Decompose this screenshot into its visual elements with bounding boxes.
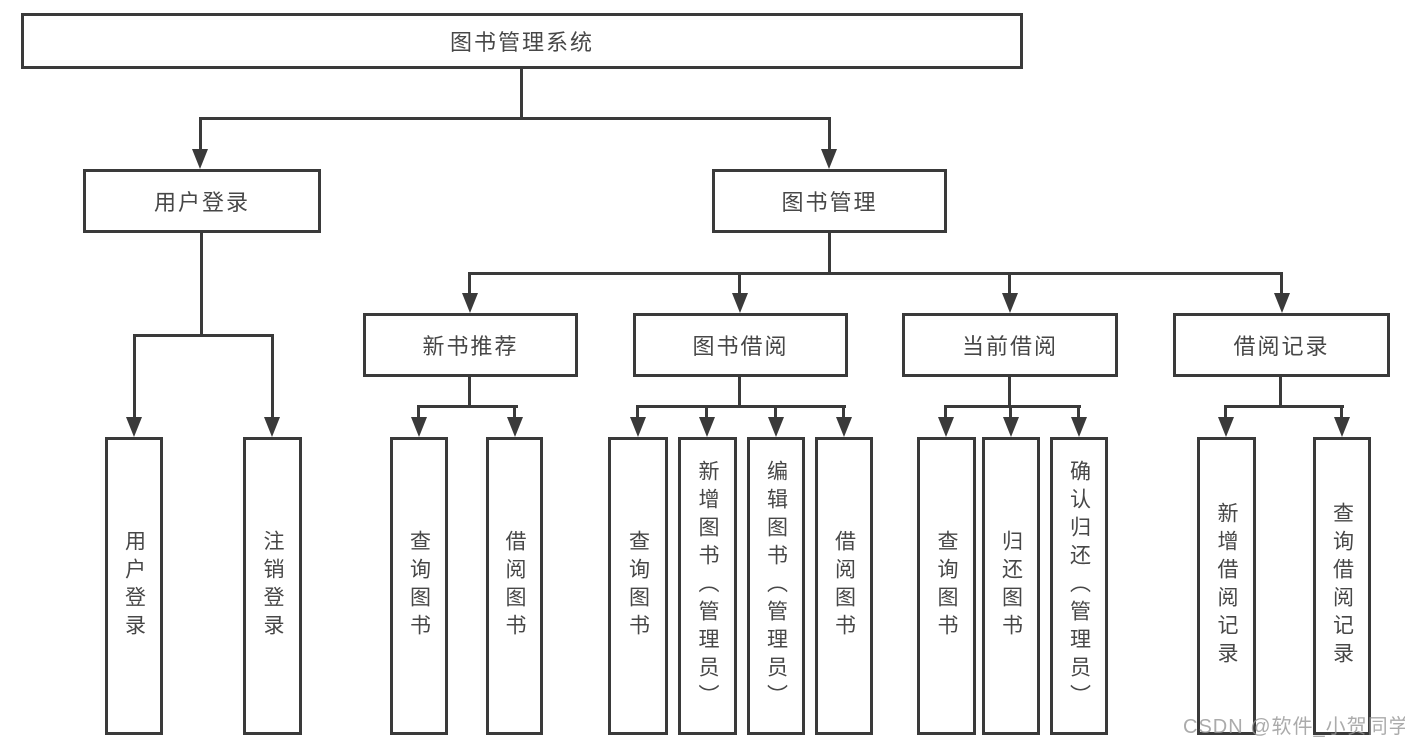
connector-line (1009, 405, 1012, 419)
node-label: 新增借阅记录 (1215, 502, 1238, 670)
connector-arrow (1071, 417, 1087, 437)
node-book-borrowing: 图书借阅 (633, 313, 848, 377)
node-label: 借阅图书 (503, 530, 526, 642)
connector-line (417, 405, 420, 419)
node-label: 编辑图书（管理员） (764, 460, 788, 712)
node-borrow-books-recommend: 借阅图书 (486, 437, 543, 735)
connector-line (842, 405, 845, 419)
connector-line (468, 272, 1283, 275)
node-borrowing-records: 借阅记录 (1173, 313, 1390, 377)
connector-line (1008, 272, 1011, 295)
connector-line (738, 272, 741, 295)
connector-line (944, 405, 1081, 408)
node-query-books-borrowing: 查询图书 (608, 437, 668, 735)
node-confirm-return-admin: 确认归还（管理员） (1050, 437, 1108, 735)
connector-arrow (507, 417, 523, 437)
connector-line (636, 405, 639, 419)
node-label: 注销登录 (261, 530, 284, 642)
node-label: 用户登录 (122, 530, 146, 642)
connector-line (133, 334, 274, 337)
node-user-login-group: 用户登录 (83, 169, 321, 233)
connector-arrow (264, 417, 280, 437)
connector-line (271, 334, 274, 418)
connector-line (520, 69, 523, 118)
connector-line (828, 117, 831, 151)
connector-arrow (126, 417, 142, 437)
connector-line (1340, 405, 1343, 419)
node-edit-book-admin: 编辑图书（管理员） (747, 437, 805, 735)
connector-arrow (1334, 417, 1350, 437)
connector-line (133, 334, 136, 418)
connector-arrow (1003, 417, 1019, 437)
node-add-borrow-record: 新增借阅记录 (1197, 437, 1256, 735)
node-label: 查询图书 (935, 530, 958, 642)
connector-line (513, 405, 516, 419)
node-label: 归还图书 (999, 530, 1023, 642)
connector-arrow (836, 417, 852, 437)
connector-arrow (411, 417, 427, 437)
node-current-borrowing: 当前借阅 (902, 313, 1118, 377)
connector-line (944, 405, 947, 419)
connector-line (1008, 377, 1011, 408)
node-label: 新增图书（管理员） (696, 460, 719, 712)
connector-arrow (1002, 293, 1018, 313)
connector-arrow (1218, 417, 1234, 437)
node-label: 查询图书 (407, 530, 431, 642)
node-label: 借阅记录 (1233, 334, 1330, 359)
node-label: 查询借阅记录 (1330, 502, 1354, 670)
node-label: 新书推荐 (422, 334, 519, 359)
connector-line (468, 272, 471, 295)
connector-arrow (732, 293, 748, 313)
node-library-management-system: 图书管理系统 (21, 13, 1023, 69)
node-new-book-recommendation: 新书推荐 (363, 313, 578, 377)
connector-line (1279, 377, 1282, 408)
connector-line (417, 405, 518, 408)
connector-arrow (768, 417, 784, 437)
connector-line (738, 377, 741, 408)
node-borrow-books-borrowing: 借阅图书 (815, 437, 873, 735)
connector-line (199, 117, 831, 120)
node-label: 当前借阅 (961, 334, 1058, 359)
connector-line (1280, 272, 1283, 295)
connector-line (1224, 405, 1344, 408)
node-query-borrow-record: 查询借阅记录 (1313, 437, 1371, 735)
connector-arrow (1274, 293, 1290, 313)
node-label: 图书管理 (781, 190, 878, 215)
connector-line (1224, 405, 1227, 419)
connector-line (636, 405, 846, 408)
connector-arrow (192, 149, 208, 169)
node-label: 用户登录 (153, 190, 250, 215)
connector-line (774, 405, 777, 419)
connector-line (200, 233, 203, 336)
node-label: 借阅图书 (832, 530, 856, 642)
connector-arrow (699, 417, 715, 437)
connector-arrow (630, 417, 646, 437)
node-query-books-recommend: 查询图书 (390, 437, 448, 735)
node-label: 确认归还（管理员） (1067, 460, 1091, 712)
node-label: 查询图书 (626, 530, 650, 642)
node-user-login: 用户登录 (105, 437, 163, 735)
connector-arrow (938, 417, 954, 437)
node-return-book: 归还图书 (982, 437, 1040, 735)
node-add-book-admin: 新增图书（管理员） (678, 437, 737, 735)
connector-arrow (821, 149, 837, 169)
node-query-books-current: 查询图书 (917, 437, 976, 735)
connector-arrow (462, 293, 478, 313)
connector-line (199, 117, 202, 151)
node-book-management: 图书管理 (712, 169, 947, 233)
watermark: CSDN @软件_小贺同学 (1183, 716, 1405, 738)
node-label: 图书借阅 (692, 334, 789, 359)
node-logout: 注销登录 (243, 437, 302, 735)
connector-line (828, 233, 831, 274)
connector-line (1077, 405, 1080, 419)
node-label: 图书管理系统 (449, 30, 594, 55)
connector-line (705, 405, 708, 419)
connector-line (468, 377, 471, 408)
